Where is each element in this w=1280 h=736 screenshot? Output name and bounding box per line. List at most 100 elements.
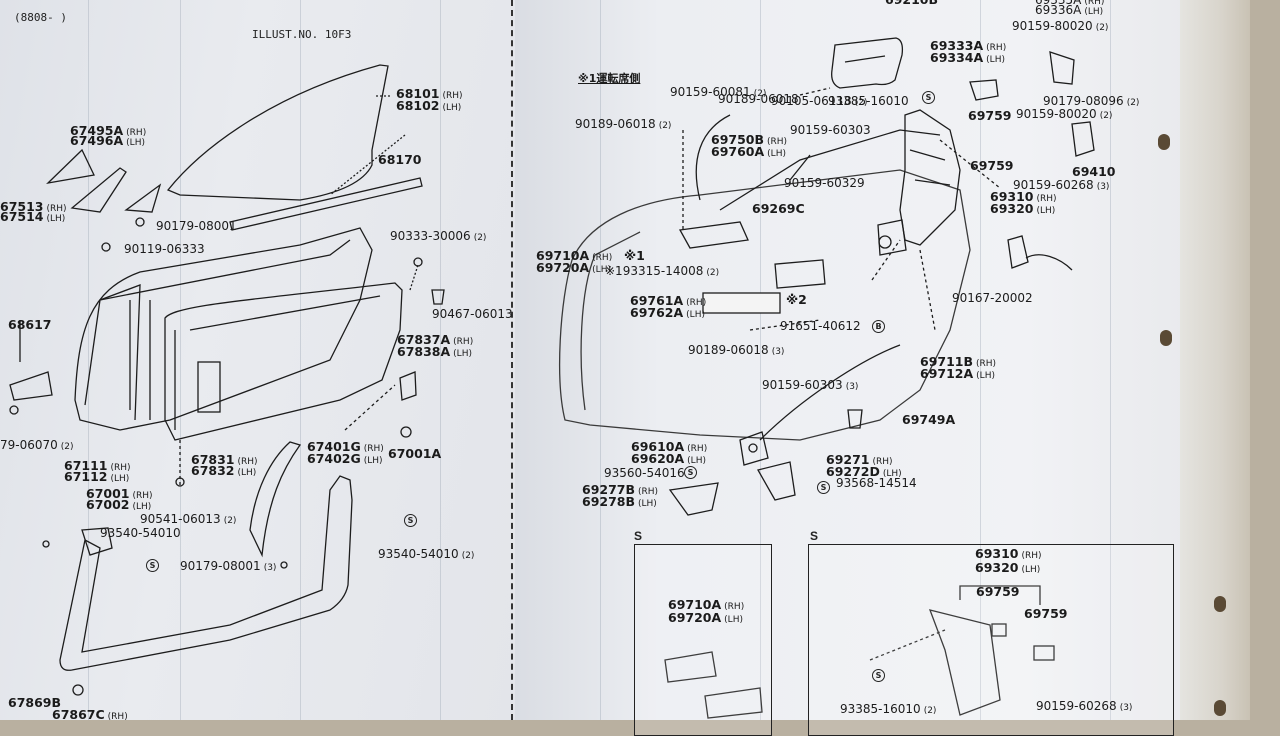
part-number-label: 67832(LH) — [191, 464, 256, 480]
marker-b: B — [872, 320, 885, 333]
part-number-label: 90167-20002 — [952, 292, 1033, 305]
part-number: 90179-08001 — [180, 559, 261, 573]
part-number: 69720A — [668, 610, 722, 625]
part-qualifier: (RH) — [638, 487, 659, 497]
part-number-label: 90467-06013 — [432, 308, 513, 321]
part-number: 69762A — [630, 305, 684, 320]
part-number: 69749A — [902, 412, 956, 427]
part-number: 69272D — [826, 464, 880, 479]
part-number-label: ※1 — [624, 249, 645, 262]
part-number-label: 67869B — [8, 696, 61, 709]
part-number-label: 68617 — [8, 318, 52, 331]
part-number: 79-06070 — [0, 438, 58, 452]
binder-ring — [1214, 700, 1226, 716]
part-number-label: 69210B — [885, 0, 938, 6]
part-number-label: 69720A(LH) — [536, 261, 611, 277]
part-number-label: 69277B(RH) — [582, 483, 658, 499]
part-qualifier: (LH) — [363, 456, 383, 466]
part-qualifier: (RH) — [107, 712, 128, 722]
binder-ring — [1160, 330, 1172, 346]
part-number: 69336A — [1035, 3, 1082, 17]
part-qualifier: (RH) — [687, 444, 708, 454]
part-number-label: 90159-60268(3) — [1013, 179, 1109, 194]
part-number-label: 69710A(RH) — [668, 598, 744, 614]
part-number-label: 93560-54016 — [604, 467, 685, 480]
inset-tag-left: S — [634, 529, 643, 543]
part-qualifier: (2) — [923, 706, 937, 716]
part-qualifier: (RH) — [767, 137, 788, 147]
part-number: 93540-54010 — [100, 526, 181, 540]
part-number-label: 69336A(LH) — [1035, 4, 1103, 19]
part-number-label: 67867C(RH) — [52, 708, 128, 724]
part-number-label: 69620A(LH) — [631, 452, 706, 468]
part-qualifier: (LH) — [986, 55, 1005, 65]
right-catalog-page — [515, 0, 1245, 720]
part-number-label: 90159-80020(2) — [1016, 108, 1112, 123]
part-qualifier: (RH) — [442, 91, 463, 101]
part-qualifier: (LH) — [686, 310, 705, 320]
part-qualifier: (LH) — [442, 103, 462, 113]
part-qualifier: (2) — [1126, 98, 1140, 108]
part-qualifier: (LH) — [976, 371, 995, 381]
part-number: 67001 — [86, 486, 130, 501]
part-number-label: 90189-06018(3) — [688, 344, 784, 359]
part-qualifier: (2) — [1099, 111, 1113, 121]
part-number-label: 69310(RH) — [990, 190, 1057, 206]
part-qualifier: (RH) — [363, 444, 384, 454]
part-number-label: 67838A(LH) — [397, 345, 472, 361]
part-qualifier: (2) — [706, 268, 720, 278]
part-number: 69320 — [975, 560, 1019, 575]
part-qualifier: (2) — [473, 233, 487, 243]
part-number-label: 67402G(LH) — [307, 452, 383, 468]
part-qualifier: (2) — [1095, 23, 1109, 33]
part-number: 69710A — [668, 597, 722, 612]
part-number-label: 93568-14514 — [836, 477, 917, 490]
part-qualifier: (RH) — [110, 463, 131, 473]
part-qualifier: (RH) — [686, 298, 707, 308]
part-qualifier: (2) — [854, 98, 868, 108]
part-qualifier: (LH) — [237, 468, 257, 478]
part-number: 90159-60303 — [762, 378, 843, 392]
part-number-label: 93540-54010(2) — [378, 548, 474, 563]
part-number: 90159-80020 — [1016, 107, 1097, 121]
part-number: 68170 — [378, 152, 422, 167]
part-qualifier: (LH) — [687, 456, 706, 466]
part-number-label: 69762A(LH) — [630, 306, 705, 322]
part-number-label: 91651-40612 — [780, 320, 861, 333]
part-number-label: 90159-60303(3) — [762, 379, 858, 394]
binder-ring — [1214, 596, 1226, 612]
part-number: 90105-06118 — [771, 94, 852, 108]
part-number: 67495A — [70, 123, 124, 138]
part-qualifier: (RH) — [872, 457, 893, 467]
part-number: 93385-16010 — [828, 94, 909, 108]
binder-ring — [1158, 134, 1170, 150]
inset-tag-right: S — [810, 529, 819, 543]
part-number: 69310 — [990, 189, 1034, 204]
part-qualifier: (RH) — [126, 128, 147, 138]
part-qualifier: (2) — [60, 442, 74, 452]
part-number: 67401G — [307, 439, 361, 454]
part-qualifier: (RH) — [237, 457, 258, 467]
part-number: 67869B — [8, 695, 62, 710]
part-qualifier: (LH) — [1036, 206, 1056, 216]
part-number-label: 69310(RH) — [975, 547, 1042, 563]
part-number: 69750B — [711, 132, 765, 147]
part-number-label: 69749A — [902, 413, 955, 426]
part-number-label: 69335A(RH) — [1035, 0, 1104, 9]
part-number: 90467-06013 — [432, 307, 513, 321]
part-number: 67402G — [307, 451, 361, 466]
part-number: 67001A — [388, 446, 442, 461]
part-number: 68101 — [396, 86, 440, 101]
part-number-label: 90541-06013(2) — [140, 513, 236, 528]
part-number: 90179-08001 — [156, 219, 237, 233]
part-number-label: 93385-16010(2) — [840, 703, 936, 718]
part-number-label: 69320(LH) — [990, 202, 1055, 218]
part-number: 67867C — [52, 707, 105, 722]
part-number-label: 69610A(RH) — [631, 440, 707, 456]
part-qualifier: (RH) — [453, 337, 474, 347]
exploded-parts-diagram — [9, 37, 1095, 719]
marker-s: S — [684, 466, 697, 479]
part-number-label: 90189-06018(2) — [575, 118, 671, 133]
part-number-label: ※2 — [786, 293, 807, 306]
part-qualifier: (3) — [845, 382, 859, 392]
